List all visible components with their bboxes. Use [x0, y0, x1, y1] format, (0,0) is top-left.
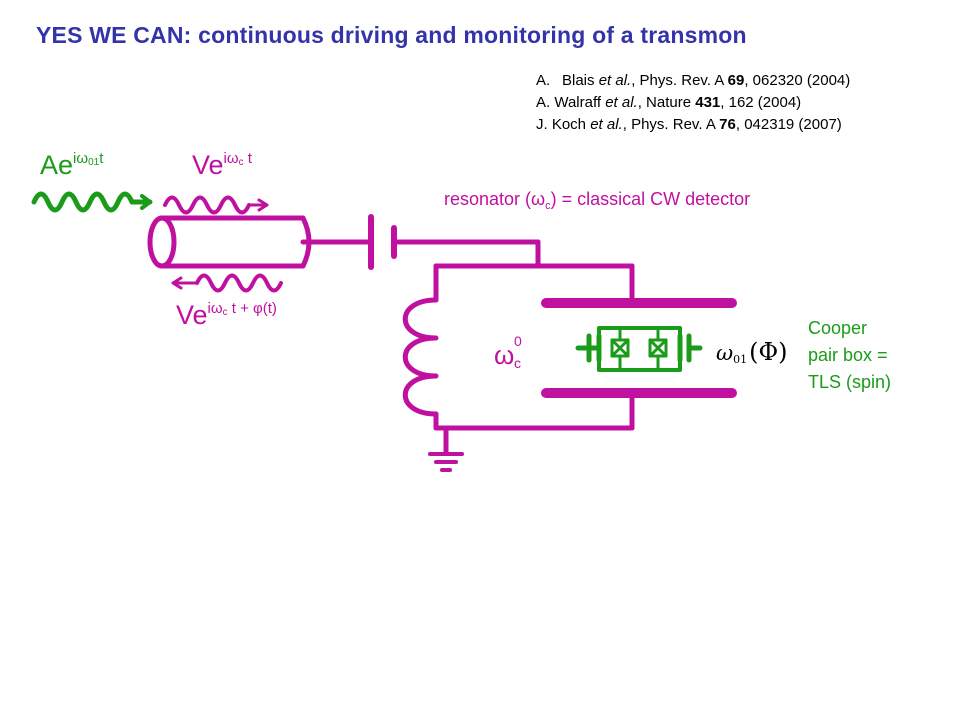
reference-item: A. Walraff et al., Nature 431, 162 (2004… [536, 94, 802, 111]
inductor-coil [403, 297, 439, 417]
qubit-frequency: ω01(Φ) [716, 338, 788, 366]
page-title: YES WE CAN: continuous driving and monit… [36, 22, 747, 48]
lc-frequency-symbol: ω [494, 340, 515, 370]
probe-wave [163, 195, 251, 215]
drive-wave [31, 191, 135, 213]
lc-frequency-sup: 0 [514, 333, 522, 349]
resonator-label: resonator (ωc) = classical CW detector [444, 189, 751, 212]
reference-item: A.Blais et al., Phys. Rev. A 69, 062320 … [536, 72, 851, 89]
drive-arrowhead [140, 194, 152, 210]
lc-frequency-sub: c [514, 355, 521, 371]
reference-list: A.Blais et al., Phys. Rev. A 69, 062320 … [536, 70, 850, 136]
probe-arrowhead [257, 198, 269, 212]
reflected-wave [195, 273, 283, 293]
drive-label: Aeiω01t [40, 150, 104, 180]
reflected-label: Veiωc t + φ(t) [176, 300, 277, 330]
cooper-pair-box-label: Cooper pair box = TLS (spin) [808, 318, 892, 392]
reflected-arrowhead [171, 276, 183, 290]
probe-label: Veiωc t [192, 150, 252, 180]
reference-item: J. Koch et al., Phys. Rev. A 76, 042319 … [536, 116, 842, 133]
coax-end-left [147, 215, 177, 269]
josephson-junction-2-cross [648, 338, 668, 358]
josephson-junction-1-cross [610, 338, 630, 358]
